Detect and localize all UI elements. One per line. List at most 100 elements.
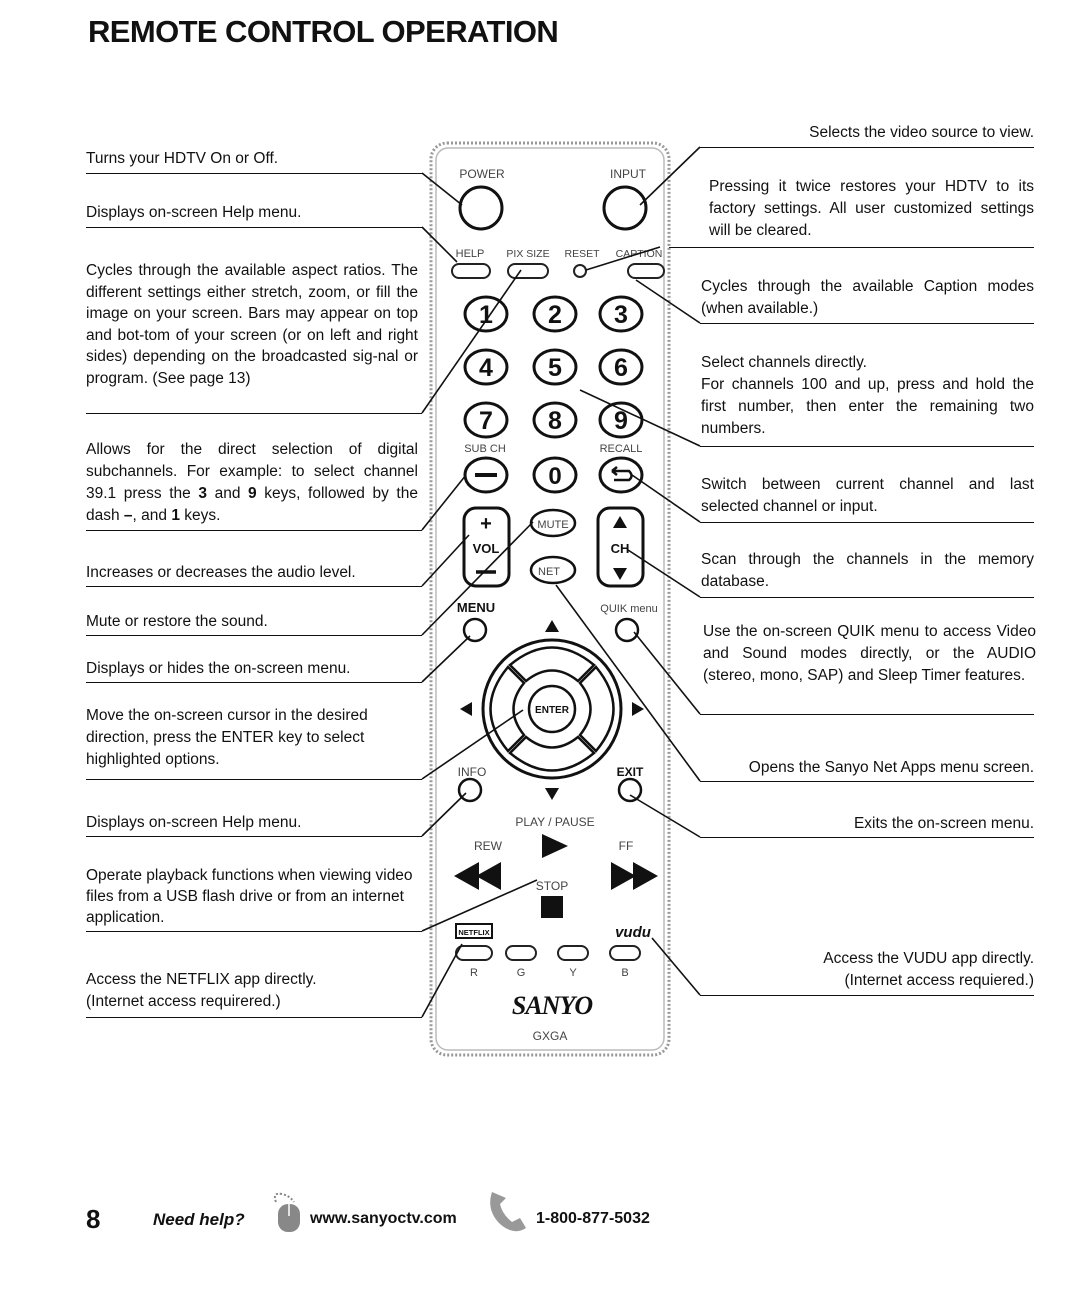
divider [86,530,422,531]
annotation-netflix: Access the NETFLIX app directly.(Interne… [86,971,317,1010]
annotation-menu: Displays or hides the on-screen menu. [86,660,351,677]
net-label: NET [538,566,560,578]
rew-label: REW [474,839,503,853]
netflix-button[interactable] [455,923,493,939]
net-button[interactable] [529,555,577,585]
fast-forward-icon[interactable] [633,862,658,890]
vudu-label[interactable]: vudu [615,924,651,941]
enter-button[interactable] [527,684,577,734]
digit-button-5[interactable] [532,348,578,386]
digit-label-8: 8 [548,407,562,435]
vol-label: VOL [473,541,500,556]
digit-label-2: 2 [548,301,562,329]
divider [86,227,422,228]
zero-label: 0 [548,463,561,490]
need-help-label: Need help? [153,1210,245,1229]
pix-size-label: PIX SIZE [506,248,549,260]
exit-button[interactable] [617,777,643,803]
annotation-exit: Exits the on-screen menu. [853,815,1034,832]
leader-quik [633,631,701,715]
recall-label: RECALL [600,443,643,455]
rewind-icon[interactable] [454,862,479,890]
annotation-caption: Cycles through the available Caption mod… [701,278,1034,317]
annotation-volume: Increases or decreases the audio level. [86,564,356,581]
phone-number: 1-800-877-5032 [536,1210,650,1227]
input-button[interactable] [602,185,648,231]
green-button[interactable] [557,945,589,961]
r-label: R [470,967,478,979]
reset-button[interactable] [573,264,587,278]
mute-label: MUTE [537,519,568,531]
left-arrow-icon[interactable] [460,702,472,716]
annotation-vudu: Access the VUDU app directly.(Internet a… [823,950,1034,989]
divider [700,714,1034,715]
divider [86,635,422,636]
b-label: B [621,967,628,979]
annotation-playback: Operate playback functions when viewing … [86,867,413,926]
leader-channels [579,389,701,447]
leader-mute [421,521,534,636]
dpad-right[interactable] [578,665,615,753]
enter-label: ENTER [535,705,570,716]
vudu-row-button[interactable] [455,945,493,961]
down-arrow-icon[interactable] [545,788,559,800]
recall-button[interactable] [598,456,644,494]
help-button[interactable] [451,263,491,279]
divider [700,446,1034,447]
quik-button[interactable] [614,617,640,643]
caption-button[interactable] [627,263,665,279]
divider [700,781,1034,782]
menu-label: MENU [457,600,495,615]
dpad[interactable] [481,638,623,780]
leader-help [421,226,458,263]
up-arrow-icon[interactable] [545,620,559,632]
yellow-button[interactable] [609,945,641,961]
website-link[interactable]: www.sanyoctv.com [310,1210,457,1227]
dpad-down[interactable] [508,735,596,772]
annotation-ch-scan: Scan through the channels in the memory … [701,551,1034,590]
ch-rocker[interactable] [596,506,645,588]
red-button[interactable] [505,945,537,961]
zero-button[interactable] [532,456,578,494]
ch-label: CH [611,541,630,556]
dpad-up[interactable] [508,646,596,683]
vol-up-icon: + [480,513,492,535]
annotation-quik: Use the on-screen QUIK menu to access Vi… [703,623,1036,684]
play-pause-icon[interactable] [542,834,568,858]
digit-button-9[interactable] [598,401,644,439]
annotation-power: Turns your HDTV On or Off. [86,150,279,167]
dpad-left[interactable] [489,665,526,753]
digit-label-4: 4 [479,354,493,382]
digit-button-8[interactable] [532,401,578,439]
annotation-input: Selects the video source to view. [809,124,1034,141]
stop-label: STOP [536,879,568,893]
digit-button-3[interactable] [598,295,644,333]
g-label: G [517,967,526,979]
divider [86,836,422,837]
annotation-net: Opens the Sanyo Net Apps menu screen. [748,759,1034,776]
leader-input [639,146,701,206]
stop-icon[interactable] [541,896,563,918]
leader-menu [421,635,471,683]
digit-button-7[interactable] [463,401,509,439]
divider [86,586,422,587]
remote-control: POWER INPUT HELP PIX SIZE RESET CAPTION … [429,141,671,1057]
netflix-label: NETFLIX [458,928,489,937]
page-number: 8 [86,1204,101,1234]
digit-button-6[interactable] [598,348,644,386]
digit-button-2[interactable] [532,295,578,333]
leader-vol [421,534,470,587]
leader-reset [585,246,661,271]
annotation-mute: Mute or restore the sound. [86,613,268,630]
page-title: REMOTE CONTROL OPERATION [88,14,559,49]
divider [86,779,422,780]
annotation-subch: Allows for the direct selection of digit… [86,441,418,524]
digit-label-7: 7 [479,407,493,435]
phone-icon [490,1192,526,1232]
divider [700,995,1034,996]
divider [660,247,1034,248]
annotation-reset: Pressing it twice restores your HDTV to … [709,178,1034,239]
right-arrow-icon[interactable] [632,702,644,716]
power-button[interactable] [458,185,504,231]
digit-button-4[interactable] [463,348,509,386]
